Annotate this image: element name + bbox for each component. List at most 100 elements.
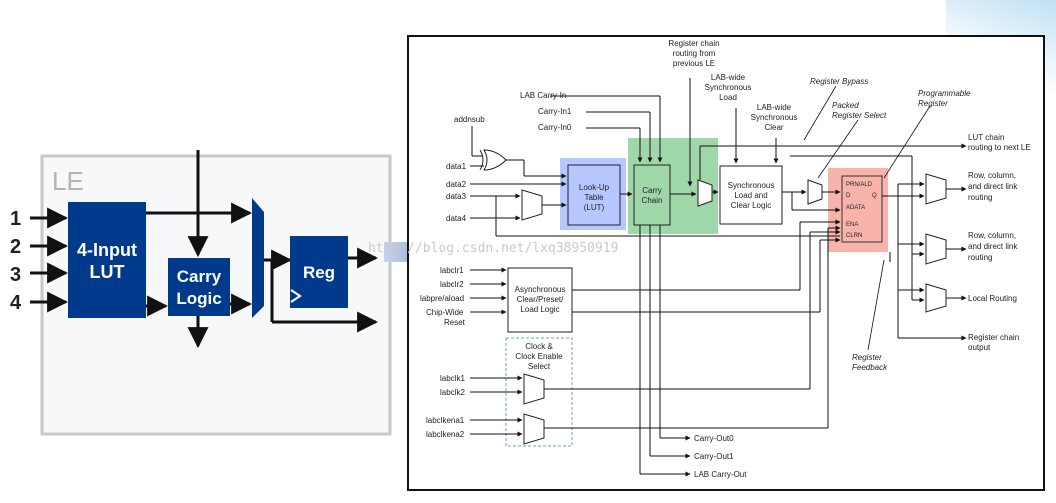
carry-label-line1: Carry	[177, 267, 222, 286]
carry-chain-block	[633, 164, 671, 226]
route1-line1: Row, column,	[968, 171, 1016, 180]
lut-highlight	[560, 158, 626, 230]
reg-clock-icon	[290, 289, 302, 303]
out-mux3-icon	[925, 283, 947, 313]
sync-logic-line3: Clear Logic	[731, 201, 771, 210]
lab-carry-in-label: LAB Carry-In	[520, 91, 566, 100]
clock-select-block	[505, 337, 573, 447]
lut-label-line1: 4-Input	[77, 240, 137, 260]
le-input-3: 3	[10, 264, 21, 286]
input-chip-wide: Chip-Wide	[426, 308, 464, 317]
input-labclk2: labclk2	[440, 388, 465, 397]
register-q: Q	[872, 193, 877, 199]
sync-logic-line2: Load and	[734, 191, 767, 200]
le-input-4: 4	[10, 292, 22, 314]
local-routing-label: Local Routing	[968, 294, 1017, 303]
input-labclk1: labclk1	[440, 374, 465, 383]
clock-select-line1: Clock &	[525, 342, 553, 351]
reg-chain-in-line2: routing from	[673, 49, 716, 58]
register-prn: PRN/ALD	[846, 182, 873, 188]
register-ena: ENA	[846, 222, 858, 228]
sync-logic-block	[719, 165, 783, 225]
sync-clear-label-line2: Synchronous	[751, 113, 798, 122]
packed-select-line1: Packed	[832, 101, 859, 110]
carry-label-line2: Logic	[176, 289, 221, 308]
lut-detail-line1: Look-Up	[579, 183, 610, 192]
carry-logic-block	[168, 258, 230, 316]
reg-chain-out-line2: output	[968, 343, 991, 352]
input-data2: data2	[446, 180, 467, 189]
route2-line3: routing	[968, 253, 992, 262]
le-input-2: 2	[10, 236, 21, 258]
le-mux	[252, 198, 264, 318]
lut-block	[68, 202, 146, 318]
register-d: D	[846, 193, 851, 199]
input-labclr1: labclr1	[440, 266, 464, 275]
sync-clear-label-line3: Clear	[764, 123, 783, 132]
lut-chain-out-line2: routing to next LE	[968, 143, 1031, 152]
async-logic-line3: Load Logic	[520, 305, 559, 314]
route1-line3: routing	[968, 193, 992, 202]
packed-select-line2: Register Select	[832, 111, 887, 120]
watermark-text: http://blog.csdn.net/lxq38950919	[368, 241, 618, 256]
input-labclr2: labclr2	[440, 280, 464, 289]
async-logic-line1: Asynchronous	[515, 285, 566, 294]
sync-load-label-line3: Load	[719, 93, 737, 102]
clk-mux2-icon	[523, 413, 545, 445]
carry-in1-label: Carry-In1	[538, 107, 572, 116]
sync-logic-line1: Synchronous	[728, 181, 775, 190]
lut-chain-out-line1: LUT chain	[968, 133, 1004, 142]
data-mux-icon	[521, 189, 543, 221]
lut-detail-block	[567, 164, 621, 226]
async-logic-block	[507, 267, 573, 333]
prog-register-line1: Programmable	[918, 89, 971, 98]
route2-line2: and direct link	[968, 242, 1018, 251]
prog-register-line2: Register	[918, 99, 948, 108]
input-data4: data4	[446, 214, 467, 223]
input-labclkena1: labclkena1	[426, 416, 465, 425]
le-input-1: 1	[10, 208, 21, 230]
detail-frame	[407, 35, 1045, 491]
register-adata: ADATA	[846, 205, 865, 211]
reg-feedback-line1: Register	[852, 353, 882, 362]
carry-chain-line1: Carry	[642, 186, 662, 195]
input-addnsub: addnsub	[454, 115, 485, 124]
sync-load-label-line2: Synchronous	[705, 83, 752, 92]
carry-out0-label: Carry-Out0	[694, 434, 734, 443]
packed-mux-icon	[807, 179, 823, 205]
sync-clear-label-line1: LAB-wide	[757, 103, 792, 112]
register-block	[841, 175, 883, 243]
reg-chain-in-line1: Register chain	[668, 39, 719, 48]
input-reset: Reset	[444, 318, 466, 327]
le-box-label: LE	[52, 166, 84, 196]
carry-in0-label: Carry-In0	[538, 123, 572, 132]
route1-line2: and direct link	[968, 182, 1018, 191]
route2-line1: Row, column,	[968, 231, 1016, 240]
register-clrn: CLRN	[846, 233, 862, 239]
carry-mux-icon	[697, 179, 713, 207]
carry-out1-label: Carry-Out1	[694, 452, 734, 461]
carry-chain-line2: Chain	[642, 196, 663, 205]
input-labpre-aload: labpre/aload	[420, 294, 464, 303]
register-bypass-label: Register Bypass	[810, 77, 868, 86]
input-labclkena2: labclkena2	[426, 430, 465, 439]
clock-select-line2: Clock Enable	[515, 352, 563, 361]
clock-select-line3: Select	[528, 362, 551, 371]
xor-gate-icon	[483, 149, 507, 171]
lab-carry-out-label: LAB Carry-Out	[694, 470, 747, 479]
clk-mux1-icon	[523, 373, 545, 405]
reg-feedback-line2: Feedback	[852, 363, 888, 372]
input-data1: data1	[446, 162, 467, 171]
out-mux2-icon	[925, 233, 947, 265]
lut-detail-line3: (LUT)	[584, 203, 605, 212]
lut-label-line2: LUT	[90, 262, 125, 282]
sync-load-label-line1: LAB-wide	[711, 73, 746, 82]
async-logic-line2: Clear/Preset/	[517, 295, 564, 304]
lut-detail-line2: Table	[584, 193, 604, 202]
input-data3: data3	[446, 192, 467, 201]
le-detailed-diagram: Look-Up Table (LUT) Carry Chain Synchron…	[407, 35, 1045, 491]
out-mux1-icon	[925, 173, 947, 205]
reg-label: Reg	[303, 263, 335, 282]
le-simplified-diagram: LE 1 2 3 4 4-Input LUT Carry Logic	[10, 150, 392, 436]
